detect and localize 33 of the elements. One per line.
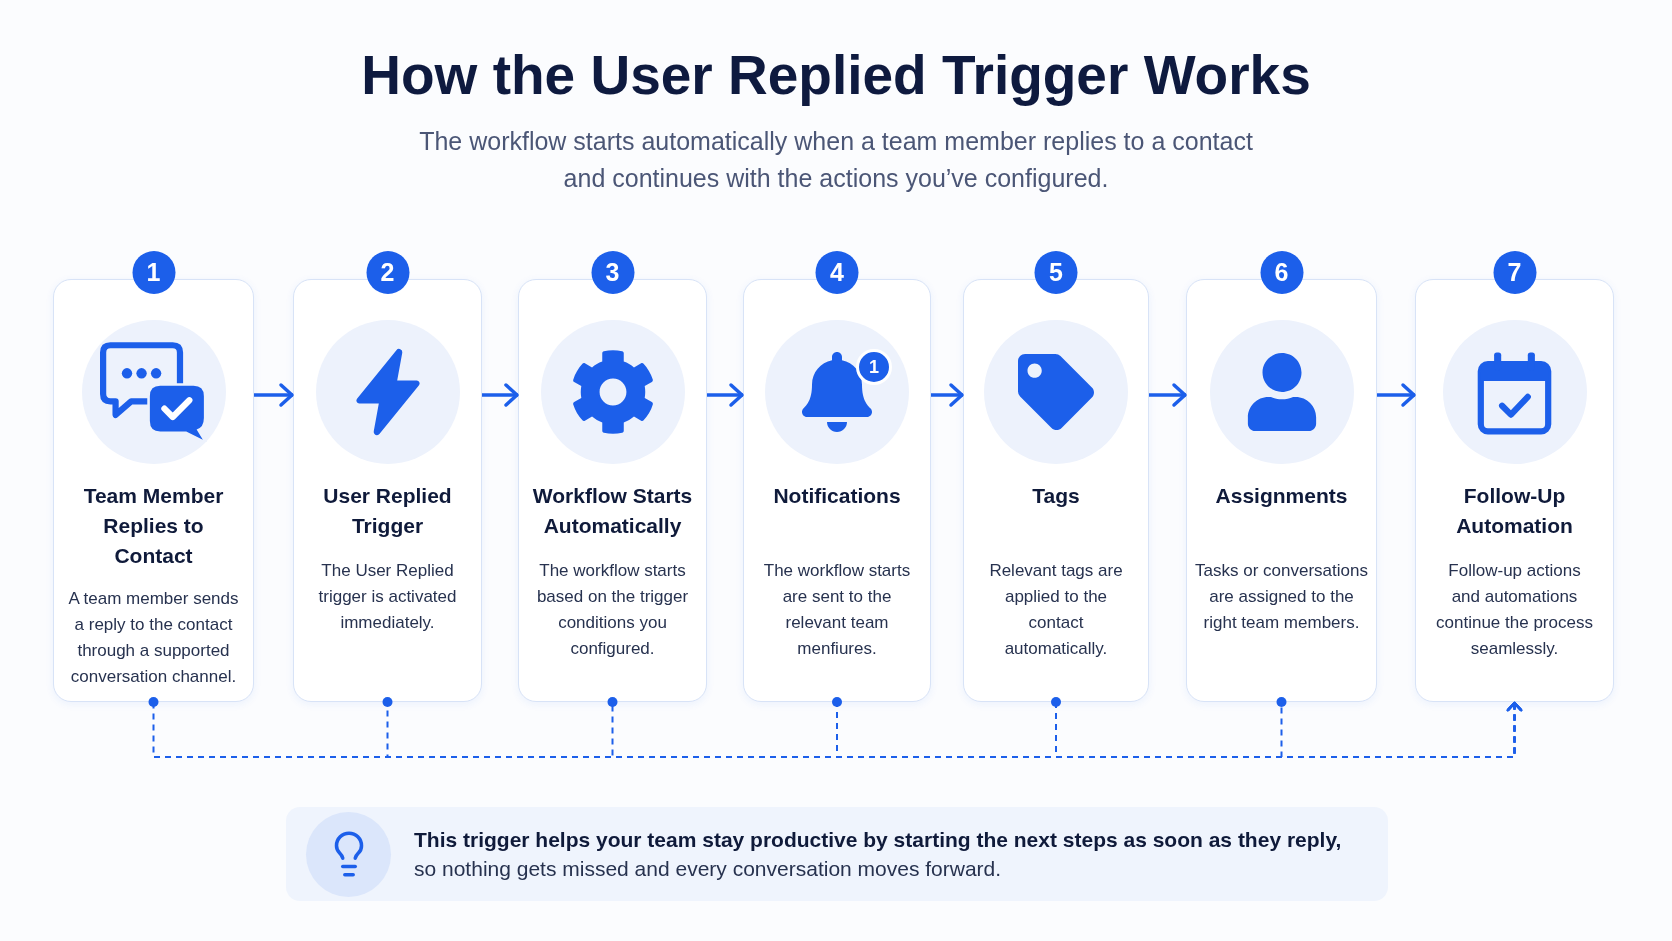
step-description: The workflow starts based on the trigger conditions you configured. — [535, 560, 690, 660]
step-number: 1 — [132, 251, 175, 294]
arrow — [1377, 383, 1416, 407]
subtitle: The workflow starts automatically when a team member replies to a contact and continues with the actions you’ve configured. — [418, 126, 1254, 194]
step-number: 4 — [815, 251, 859, 294]
step-description: The User Replied trigger is activated immediately. — [317, 560, 458, 634]
step-number: 2 — [366, 251, 409, 294]
step-title: Follow-Up Automation — [1455, 483, 1574, 539]
arrow — [931, 383, 964, 407]
step-number: 7 — [1493, 251, 1536, 294]
step-description: Relevant tags are applied to the contact automatically. — [988, 560, 1124, 660]
step-description: Tasks or conversations are assigned to the right team members. — [1194, 560, 1369, 634]
step-title: Team Member Replies to Contact — [82, 483, 225, 569]
arrow — [482, 383, 519, 407]
step-title: Notifications — [773, 483, 901, 509]
step-title: Tags — [1032, 483, 1080, 509]
step-title: Workflow Starts Automatically — [531, 483, 694, 539]
step-number: 5 — [1034, 251, 1078, 294]
notification-count: 1 — [856, 349, 892, 385]
step-title: Assignments — [1215, 483, 1348, 509]
arrow — [1149, 383, 1187, 407]
dashed-connector — [1276, 697, 1523, 758]
step-number: 6 — [1260, 251, 1303, 294]
arrow — [254, 383, 294, 407]
arrow — [707, 383, 744, 407]
step-description: A team member sends a reply to the contact through a supported conversation channel. — [67, 588, 240, 688]
tip-panel — [286, 807, 1388, 901]
step-title: User Replied Trigger — [322, 483, 453, 539]
step-number: 3 — [591, 251, 634, 294]
tip-text: This trigger helps your team stay productive by starting the next steps as soon as they reply, so nothing gets missed and every conversation moves forward. — [414, 827, 1342, 882]
title: How the User Replied Trigger Works — [361, 43, 1311, 107]
step-description: Follow-up actions and automations continue the process seamlessly. — [1435, 560, 1594, 660]
step-description: The workflow starts are sent to the relevant team menfiures. — [762, 560, 912, 660]
